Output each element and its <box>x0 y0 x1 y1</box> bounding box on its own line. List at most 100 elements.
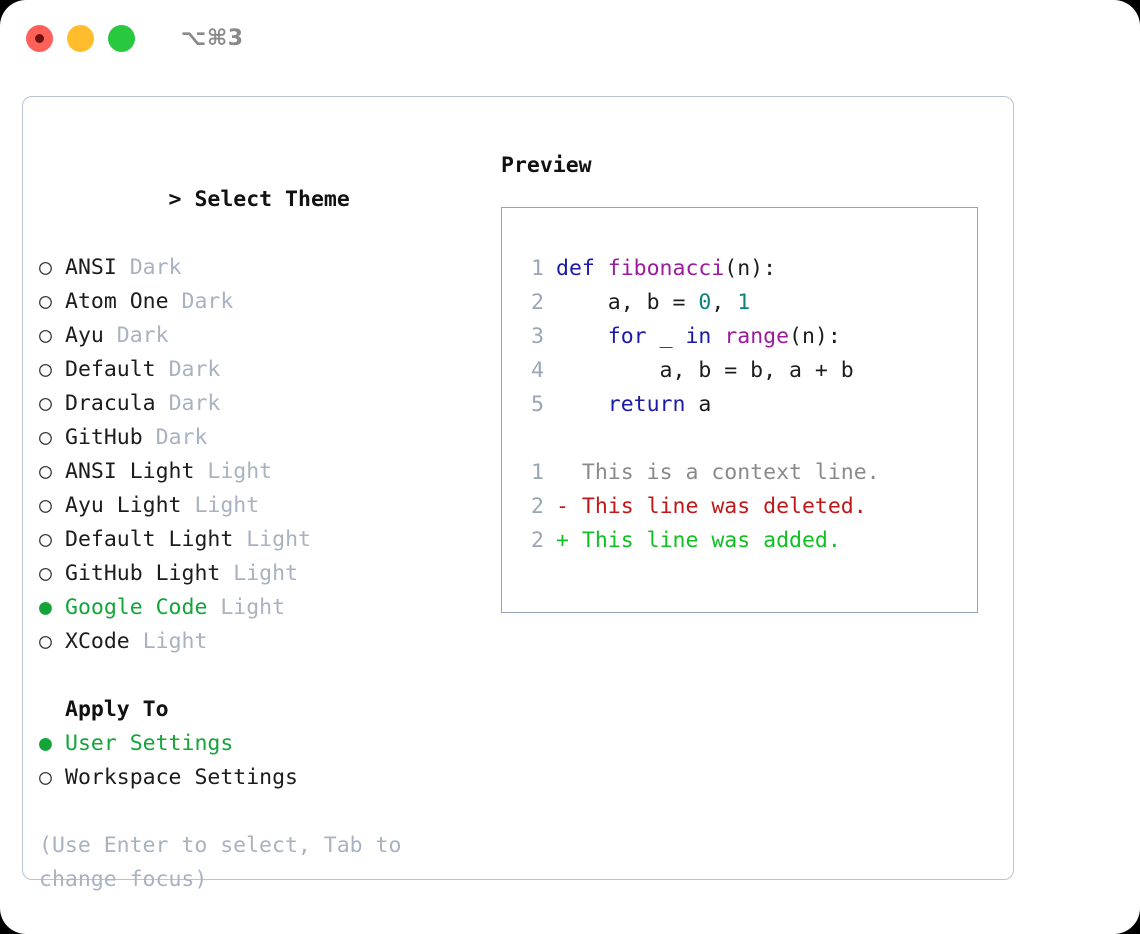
code-token: a, b = b, a + b <box>556 358 854 383</box>
preview-title: Preview <box>501 153 592 178</box>
diff-gap <box>569 528 582 553</box>
theme-option-tag: Light <box>194 493 260 518</box>
theme-option-atom-one[interactable]: ○ Atom One Dark <box>39 285 493 319</box>
code-token: in <box>685 324 712 349</box>
theme-option-tag: Light <box>233 561 299 586</box>
close-button[interactable] <box>26 24 53 52</box>
line-number: 1 <box>531 460 544 485</box>
code-line: 2 a, b = 0, 1 <box>502 286 977 320</box>
theme-option-github-light[interactable]: ○ GitHub Light Light <box>39 557 493 591</box>
line-number: 1 <box>531 256 544 281</box>
code-token: a, b = <box>556 290 699 315</box>
diff-sign: - <box>556 494 569 519</box>
diff-line-context: 1 This is a context line. <box>502 456 977 490</box>
line-number: 2 <box>531 494 544 519</box>
code-token: 0 <box>698 290 712 315</box>
code-token: 1 <box>737 290 751 315</box>
theme-option-tag: Dark <box>168 391 221 416</box>
keyboard-hint: (Use Enter to select, Tab to change focu… <box>39 833 402 892</box>
theme-option-xcode[interactable]: ○ XCode Light <box>39 625 493 659</box>
theme-option-google-code[interactable]: ● Google Code Light <box>39 591 493 625</box>
theme-option-tag: Light <box>207 459 273 484</box>
line-number: 3 <box>531 324 544 349</box>
theme-option-label: GitHub <box>65 425 143 450</box>
theme-option-github[interactable]: ○GitHub Dark <box>39 421 493 455</box>
code-token <box>556 324 608 349</box>
diff-gap <box>569 494 582 519</box>
radio-unselected-icon: ○ <box>39 629 52 654</box>
theme-option-tag: Dark <box>168 357 221 382</box>
apply-to-label: Apply To <box>65 697 169 722</box>
code-token: (n): <box>789 324 841 349</box>
code-token: _ <box>646 324 686 349</box>
code-token <box>711 324 724 349</box>
header-caret-icon: > <box>168 187 182 212</box>
diff-text: This is a context line. <box>581 460 880 485</box>
code-token: range <box>724 324 790 349</box>
theme-option-tag: Light <box>142 629 208 654</box>
maximize-button[interactable] <box>108 24 135 52</box>
apply-to-option-label: User Settings <box>65 731 234 756</box>
diff-sign <box>556 460 569 485</box>
code-line: 4 a, b = b, a + b <box>502 354 977 388</box>
radio-unselected-icon: ○ <box>39 493 52 518</box>
code-token: fibonacci <box>607 256 725 281</box>
theme-option-ayu[interactable]: ○Ayu Dark <box>39 319 493 353</box>
line-number: 2 <box>531 528 544 553</box>
radio-unselected-icon: ○ <box>39 255 52 280</box>
select-theme-header: > Select Theme <box>39 149 493 251</box>
list-spacer <box>39 659 493 693</box>
theme-option-ansi-light[interactable]: ○ANSI Light Light <box>39 455 493 489</box>
code-token: (n): <box>724 256 777 281</box>
theme-selector-column: >Select Theme ○ANSI Dark○Atom One Dark○A… <box>23 97 493 892</box>
code-token: return <box>607 392 686 417</box>
theme-option-label: Default <box>65 357 156 382</box>
diff-text: This line was deleted. <box>581 494 867 519</box>
radio-selected-icon: ● <box>39 731 52 756</box>
select-theme-header-label: Select Theme <box>194 187 350 212</box>
line-number: 5 <box>531 392 544 417</box>
theme-option-ayu-light[interactable]: ○ Ayu Light Light <box>39 489 493 523</box>
radio-unselected-icon: ○ <box>39 561 52 586</box>
theme-option-tag: Dark <box>129 255 182 280</box>
minimize-button[interactable] <box>67 24 94 52</box>
title-bar: ⌥⌘3 <box>0 0 1140 76</box>
theme-option-label: Ayu Light <box>65 493 182 518</box>
theme-option-label: ANSI <box>65 255 117 280</box>
theme-option-label: GitHub Light <box>65 561 221 586</box>
code-token: for <box>607 324 647 349</box>
apply-to-option-user-settings[interactable]: ● User Settings <box>39 727 493 761</box>
code-diff-spacer <box>502 422 977 456</box>
theme-option-label: Default Light <box>65 527 234 552</box>
theme-option-label: XCode <box>65 629 130 654</box>
line-number: 4 <box>531 358 544 383</box>
theme-option-tag: Light <box>220 595 286 620</box>
code-token: def <box>556 256 608 281</box>
theme-option-label: Google Code <box>65 595 208 620</box>
radio-unselected-icon: ○ <box>39 323 52 348</box>
theme-option-tag: Dark <box>181 289 234 314</box>
radio-unselected-icon: ○ <box>39 765 52 790</box>
theme-option-label: ANSI Light <box>65 459 195 484</box>
theme-option-ansi[interactable]: ○ ANSI Dark <box>39 251 493 285</box>
theme-option-dracula[interactable]: ○ Dracula Dark <box>39 387 493 421</box>
code-token <box>556 392 608 417</box>
radio-unselected-icon: ○ <box>39 425 52 450</box>
theme-option-default-light[interactable]: ○Default Light Light <box>39 523 493 557</box>
radio-unselected-icon: ○ <box>39 527 52 552</box>
line-number: 2 <box>531 290 544 315</box>
apply-to-option-workspace-settings[interactable]: ○ Workspace Settings <box>39 761 493 795</box>
code-token: a <box>685 392 712 417</box>
radio-unselected-icon: ○ <box>39 357 52 382</box>
code-line: 1 def fibonacci(n): <box>502 252 977 286</box>
theme-option-label: Dracula <box>65 391 156 416</box>
radio-unselected-icon: ○ <box>39 289 52 314</box>
radio-selected-icon: ● <box>39 595 52 620</box>
apply-to-option-label: Workspace Settings <box>65 765 298 790</box>
radio-unselected-icon: ○ <box>39 391 52 416</box>
theme-option-default[interactable]: ○ Default Dark <box>39 353 493 387</box>
theme-option-label: Atom One <box>65 289 169 314</box>
